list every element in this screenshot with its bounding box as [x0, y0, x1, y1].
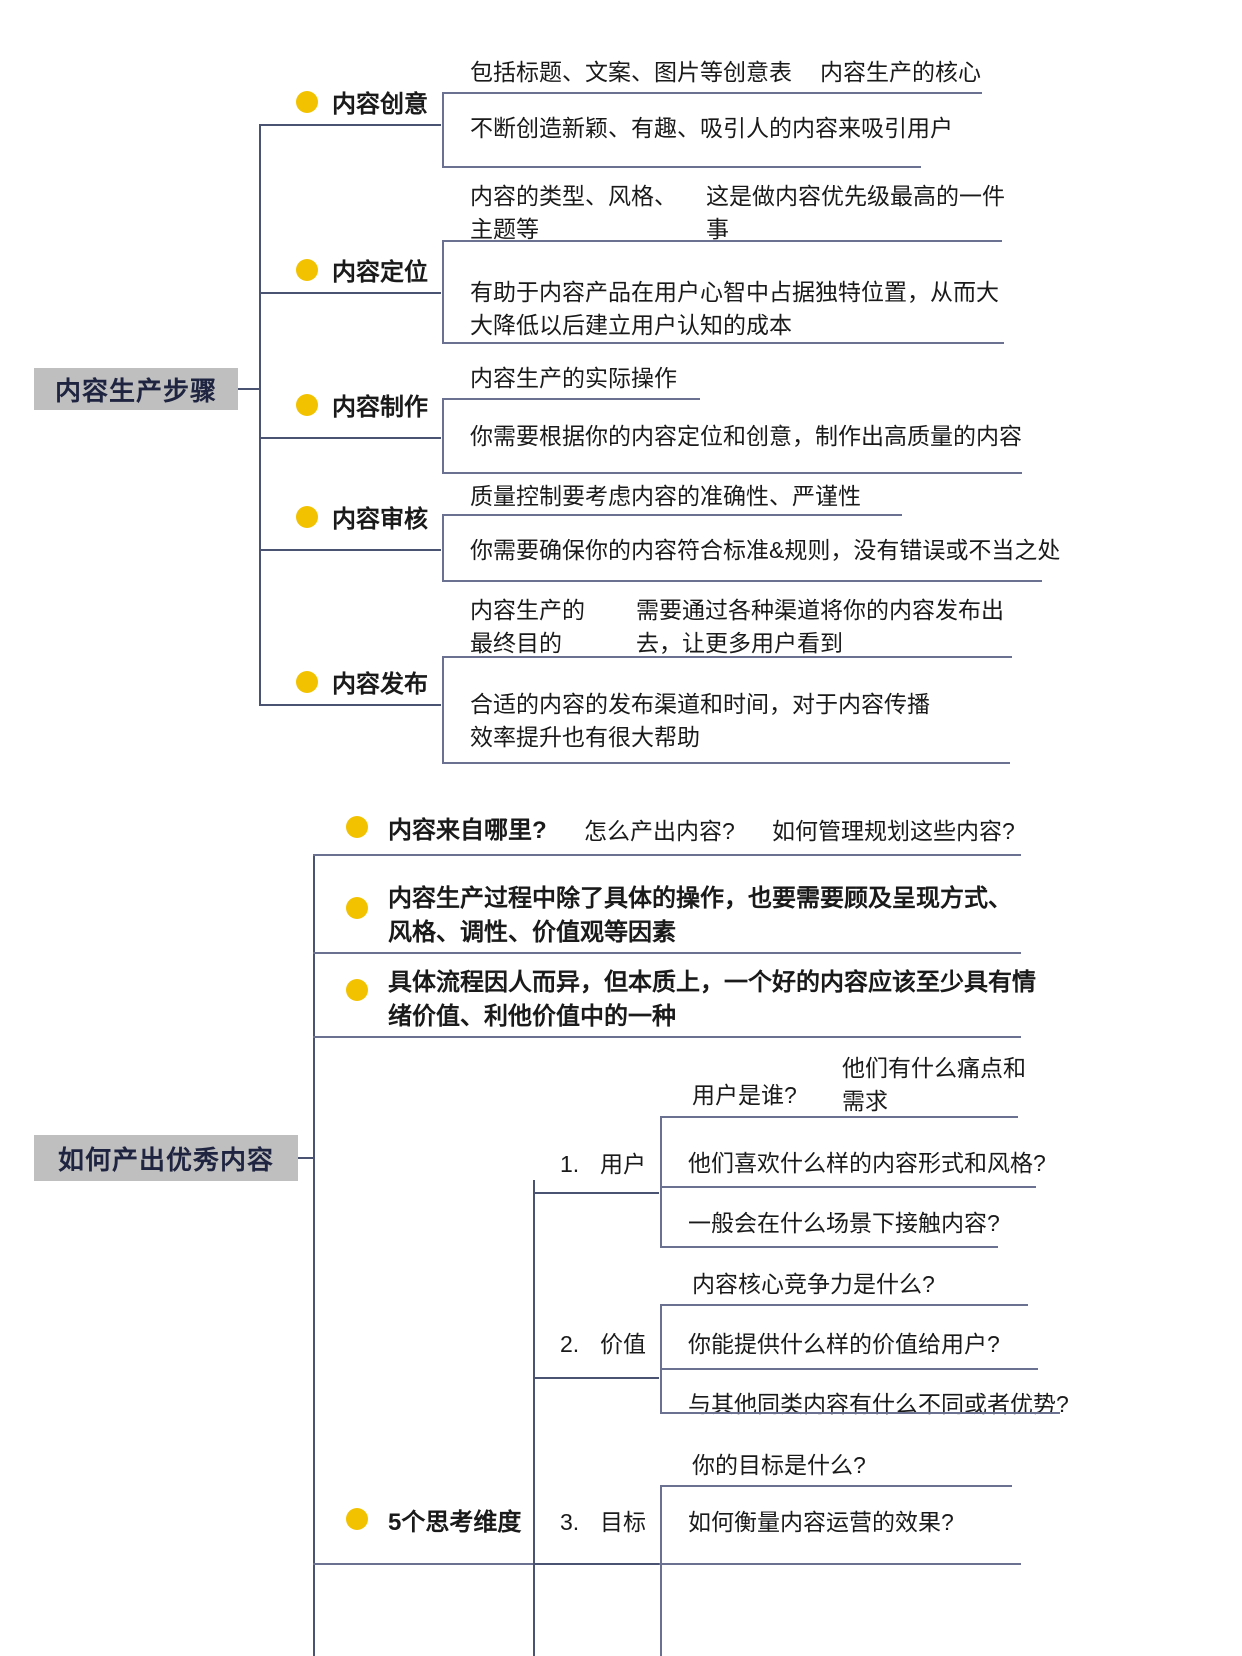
note-where-content-from-2: 如何管理规划这些内容? — [772, 818, 1015, 844]
note-content-creation-1: 内容生产的实际操作 — [470, 365, 677, 391]
item-user-1: 他们喜欢什么样的内容形式和风格? — [688, 1150, 1046, 1176]
dimension-index-goal: 3. — [560, 1509, 580, 1535]
underline-content-idea-head — [442, 92, 982, 94]
branch-connector-content-positioning — [259, 292, 441, 294]
dimension-index-value: 2. — [560, 1331, 580, 1357]
underline-value-head — [660, 1304, 1028, 1306]
underline-content-positioning-detail — [442, 342, 1004, 344]
underline-content-idea-detail — [442, 166, 921, 168]
note-value-1: 内容核心竞争力是什么? — [692, 1271, 935, 1297]
bullet-dot-icon — [296, 394, 318, 416]
bracket-goal — [660, 1485, 662, 1656]
section-title-content-production-steps[interactable]: 内容生产步骤 — [34, 368, 238, 410]
note-content-review-1: 质量控制要考虑内容的准确性、严谨性 — [470, 483, 861, 509]
note-content-positioning-1: 内容的类型、风格、 主题等 — [470, 183, 677, 242]
underline-bullet-a — [313, 854, 1021, 856]
spine-1 — [259, 124, 261, 704]
bullet-label-five-dimensions[interactable]: 5个思考维度 — [388, 1509, 522, 1536]
item-value-2: 与其他同类内容有什么不同或者优势? — [688, 1391, 1069, 1417]
trunk-connector-2 — [298, 1157, 314, 1159]
bracket-content-positioning — [442, 240, 444, 342]
spine-dimensions — [533, 1180, 535, 1656]
branch-label-content-positioning[interactable]: 内容定位 — [332, 259, 428, 286]
branch-label-content-creation[interactable]: 内容制作 — [332, 394, 428, 421]
underline-content-publish-head — [442, 656, 1012, 658]
note-where-content-from-1: 怎么产出内容? — [584, 818, 735, 844]
underline-value-item-2 — [660, 1412, 1060, 1414]
connector-dimension-goal — [533, 1563, 659, 1565]
detail-content-review: 你需要确保你的内容符合标准&规则，没有错误或不当之处 — [470, 537, 1061, 563]
bullet-dot-icon — [346, 897, 368, 919]
note-user-1: 用户是谁? — [692, 1082, 797, 1108]
branch-connector-content-review — [259, 549, 441, 551]
branch-label-content-publish[interactable]: 内容发布 — [332, 671, 428, 698]
item-value-1: 你能提供什么样的价值给用户? — [688, 1331, 1000, 1357]
note-user-2: 他们有什么痛点和 需求 — [842, 1055, 1026, 1114]
bracket-user — [660, 1116, 662, 1246]
bullet-dot-icon — [346, 979, 368, 1001]
bracket-content-review — [442, 514, 444, 580]
item-goal-1: 如何衡量内容运营的效果? — [688, 1509, 954, 1535]
detail-content-idea: 不断创造新颖、有趣、吸引人的内容来吸引用户 — [470, 115, 953, 141]
bullet-dot-icon — [346, 1508, 368, 1530]
underline-bullet-c — [313, 1036, 1021, 1038]
dimension-name-user[interactable]: 用户 — [600, 1151, 646, 1177]
underline-content-review-detail — [442, 580, 1042, 582]
underline-content-review-head — [442, 514, 902, 516]
connector-dimension-value — [533, 1377, 659, 1379]
dimension-name-value[interactable]: 价值 — [600, 1331, 646, 1357]
underline-content-publish-detail — [442, 762, 1010, 764]
branch-label-content-idea[interactable]: 内容创意 — [332, 91, 428, 118]
bullet-dot-icon — [296, 259, 318, 281]
bullet-dot-icon — [296, 91, 318, 113]
section-title-label: 如何产出优秀内容 — [57, 1144, 274, 1175]
underline-content-creation-detail — [442, 472, 1022, 474]
bullet-label-production-factors[interactable]: 内容生产过程中除了具体的操作，也要需要顾及呈现方式、风格、调性、价值观等因素 — [388, 885, 1012, 947]
underline-user-item-2 — [660, 1246, 998, 1248]
branch-connector-content-creation — [259, 437, 441, 439]
bullet-dot-icon — [346, 816, 368, 838]
note-goal-1: 你的目标是什么? — [692, 1452, 866, 1478]
detail-content-positioning: 有助于内容产品在用户心智中占据独特位置，从而大大降低以后建立用户认知的成本 — [470, 279, 999, 338]
detail-content-creation: 你需要根据你的内容定位和创意，制作出高质量的内容 — [470, 423, 1022, 449]
underline-user-item-1 — [660, 1186, 1036, 1188]
underline-goal-head — [660, 1485, 1012, 1487]
bullet-dot-icon — [296, 671, 318, 693]
detail-content-publish: 合适的内容的发布渠道和时间，对于内容传播效率提升也有很大帮助 — [470, 691, 930, 750]
underline-user-head — [660, 1116, 1018, 1118]
bracket-content-idea — [442, 92, 444, 166]
bullet-dot-icon — [296, 506, 318, 528]
connector-dimension-user — [533, 1192, 659, 1194]
bullet-label-where-content-from[interactable]: 内容来自哪里? — [388, 817, 547, 844]
underline-value-item-1 — [660, 1368, 1038, 1370]
trunk-connector-1 — [238, 388, 260, 390]
underline-content-creation-head — [442, 398, 700, 400]
item-user-2: 一般会在什么场景下接触内容? — [688, 1210, 1000, 1236]
bullet-label-process-varies[interactable]: 具体流程因人而异，但本质上，一个好的内容应该至少具有情绪价值、利他价值中的一种 — [388, 969, 1036, 1031]
branch-connector-content-publish — [259, 704, 441, 706]
dimension-name-goal[interactable]: 目标 — [600, 1509, 646, 1535]
underline-goal-item-1 — [660, 1563, 1021, 1565]
dimension-index-user: 1. — [560, 1151, 580, 1177]
note-content-publish-1: 内容生产的 最终目的 — [470, 597, 585, 656]
spine-2 — [313, 854, 315, 1656]
underline-content-positioning-head — [442, 240, 1002, 242]
section-title-label: 内容生产步骤 — [54, 375, 217, 406]
note-content-publish-2: 需要通过各种渠道将你的内容发布出 去，让更多用户看到 — [636, 597, 1004, 656]
note-content-idea-1: 包括标题、文案、图片等创意表 — [470, 59, 792, 85]
bracket-value — [660, 1304, 662, 1412]
note-content-idea-2: 内容生产的核心 — [820, 59, 981, 85]
bracket-content-creation — [442, 398, 444, 472]
note-content-positioning-2: 这是做内容优先级最高的一件 事 — [706, 183, 1005, 242]
bracket-content-publish — [442, 656, 444, 762]
branch-connector-content-idea — [259, 124, 441, 126]
section-title-how-to-produce-great-content[interactable]: 如何产出优秀内容 — [34, 1135, 298, 1181]
branch-label-content-review[interactable]: 内容审核 — [332, 506, 428, 533]
underline-bullet-b — [313, 952, 1021, 954]
